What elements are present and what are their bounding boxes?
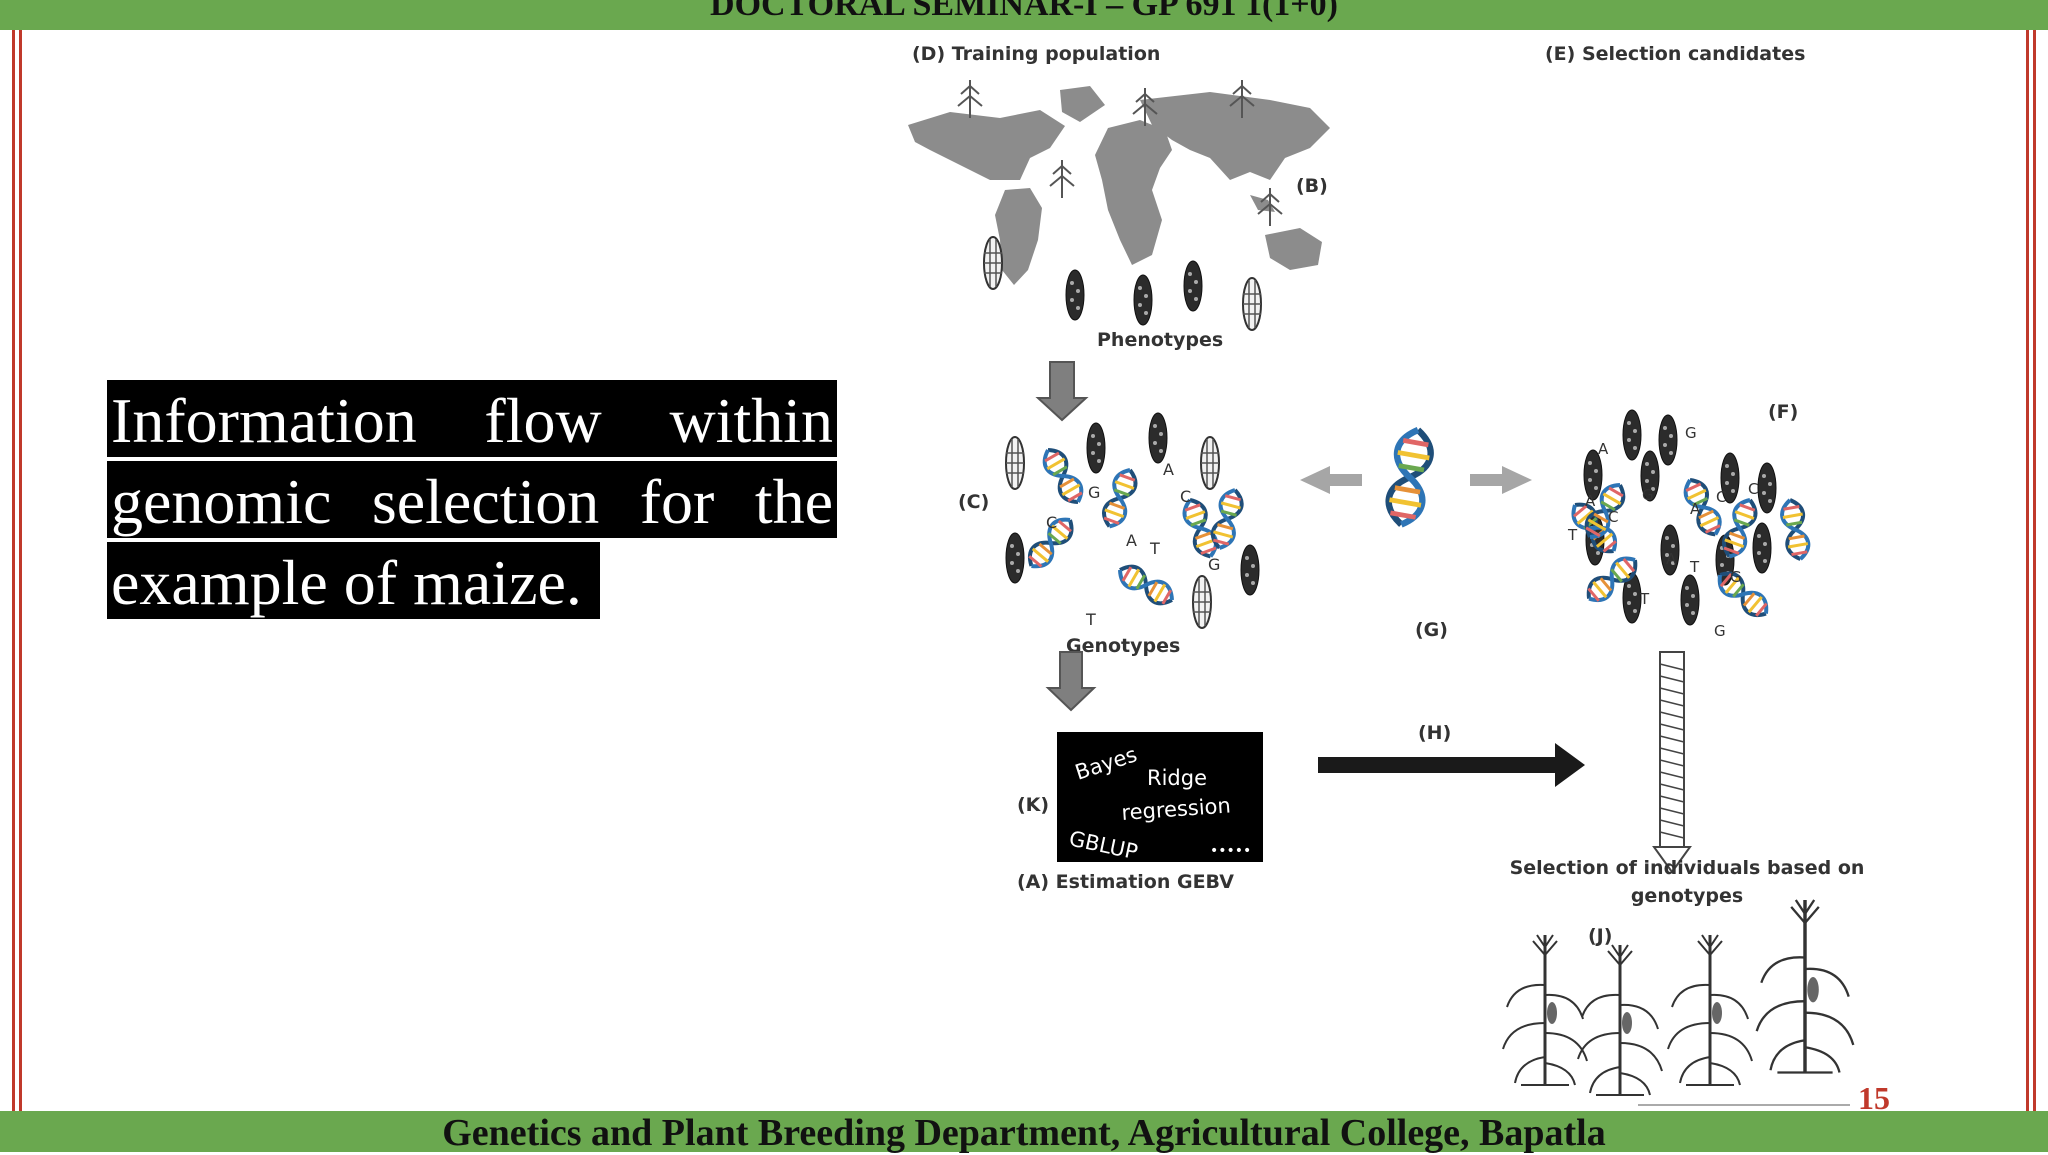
base-letter: A	[1598, 440, 1609, 458]
label-genotypes: Genotypes	[1066, 635, 1180, 657]
base-letter: A	[1126, 531, 1137, 550]
base-letter: G	[1642, 486, 1654, 504]
genomic-selection-figure: (D) Training population (E) Selection ca…	[890, 30, 1890, 1111]
left-rule-outer	[12, 30, 15, 1111]
maize-cob-icon	[1133, 274, 1153, 326]
dna-helix-icon	[1207, 485, 1248, 553]
header-title: DOCTORAL SEMINAR-I – GP 691 1(1+0)	[710, 0, 1338, 23]
base-letter: G	[1685, 424, 1697, 442]
base-letter: G	[1714, 622, 1726, 640]
arrow-down-hatched-icon	[1652, 651, 1692, 874]
maize-cob-icon	[1200, 436, 1220, 490]
dna-helix-icon	[1097, 464, 1142, 532]
label-j: (J)	[1588, 925, 1612, 947]
maize-cob-icon	[1148, 412, 1168, 464]
base-letter: C	[1608, 508, 1618, 526]
header-bar: DOCTORAL SEMINAR-I – GP 691 1(1+0)	[0, 0, 2048, 30]
base-letter: T	[1567, 526, 1578, 544]
caption-line-1: Information flow within	[107, 380, 837, 457]
footer-text: Genetics and Plant Breeding Department, …	[442, 1112, 1606, 1154]
selection-text-line-2: genotypes	[1631, 885, 1743, 907]
left-rule-inner	[19, 30, 22, 1111]
maize-cob-icon	[1005, 436, 1025, 490]
base-letter: G	[1730, 568, 1742, 586]
caption-line-2: genomic selection for the	[107, 461, 837, 538]
dna-helix-icon	[1777, 496, 1813, 563]
label-training-population: (D) Training population	[912, 43, 1160, 65]
base-letter: T	[1149, 539, 1160, 558]
maize-cob-icon	[1005, 532, 1025, 584]
dna-helix-icon	[1036, 442, 1090, 510]
label-selection-candidates: (E) Selection candidates	[1545, 43, 1805, 65]
tassel-icon	[1049, 159, 1075, 199]
base-letter: T	[1639, 590, 1650, 608]
base-letter: G	[1088, 483, 1100, 502]
label-f: (F)	[1768, 401, 1798, 423]
maize-cob-icon	[1242, 277, 1262, 331]
methods-ellipsis: •••••	[1210, 843, 1251, 859]
dna-helix-icon	[1711, 564, 1775, 624]
arrow-right-icon	[1318, 743, 1585, 787]
maize-cob-icon	[1183, 260, 1203, 312]
base-letter: A	[1163, 460, 1174, 479]
label-c: (C)	[958, 491, 989, 513]
base-letter: T	[1085, 610, 1096, 629]
maize-plant-icon	[1666, 933, 1754, 1087]
maize-cob-icon	[1757, 462, 1777, 514]
maize-plant-icon	[1501, 933, 1589, 1087]
methods-box	[1057, 732, 1263, 862]
maize-plant-icon	[1576, 943, 1664, 1097]
dna-helix-icon	[1112, 558, 1180, 612]
label-phenotypes: Phenotypes	[1097, 329, 1223, 351]
maize-cob-icon	[1065, 269, 1085, 321]
footer-bar: Genetics and Plant Breeding Department, …	[0, 1111, 2048, 1154]
arrow-right-icon	[1470, 466, 1532, 494]
maize-cob-icon	[1086, 422, 1106, 474]
arrow-down-icon	[1045, 651, 1097, 712]
arrow-down-icon	[1035, 361, 1089, 422]
base-letter: A	[1666, 550, 1677, 568]
world-map-icon	[908, 86, 1330, 285]
maize-cob-icon	[1622, 409, 1642, 461]
method-ridge: Ridge	[1147, 766, 1207, 790]
arrow-left-icon	[1300, 466, 1362, 494]
maize-cob-icon	[983, 236, 1003, 290]
maize-cob-icon	[1680, 574, 1700, 626]
base-letter: C	[1748, 480, 1758, 498]
page-number: 15	[1858, 1080, 1890, 1116]
dna-helix-icon	[1385, 427, 1435, 527]
maize-cob-icon	[1752, 522, 1772, 574]
base-letter: C	[1046, 513, 1057, 532]
label-b: (B)	[1296, 175, 1328, 197]
maize-plant-icon	[1754, 898, 1856, 1075]
label-h: (H)	[1418, 722, 1451, 744]
label-g: (G)	[1415, 619, 1448, 641]
dna-helix-icon	[1678, 473, 1727, 541]
base-letter: A	[1690, 500, 1701, 518]
base-letter: A	[1585, 492, 1596, 510]
right-rule-outer	[2033, 30, 2036, 1111]
maize-cob-icon	[1658, 414, 1678, 466]
base-letter: T	[1689, 558, 1700, 576]
right-rule-inner	[2026, 30, 2029, 1111]
maize-cob-icon	[1240, 544, 1260, 596]
base-letter: G	[1208, 555, 1220, 574]
maize-cob-icon	[1192, 575, 1212, 629]
base-letter: C	[1180, 487, 1191, 506]
base-letter: C	[1716, 488, 1726, 506]
tassel-icon	[957, 79, 983, 119]
caption-line-3: example of maize.	[107, 542, 600, 619]
selection-text-line-1: Selection of individuals based on	[1510, 857, 1865, 879]
label-estimation-gebv: (A) Estimation GEBV	[1017, 871, 1234, 893]
slide-caption: Information flow within genomic selectio…	[107, 380, 837, 623]
label-k: (K)	[1017, 794, 1049, 816]
